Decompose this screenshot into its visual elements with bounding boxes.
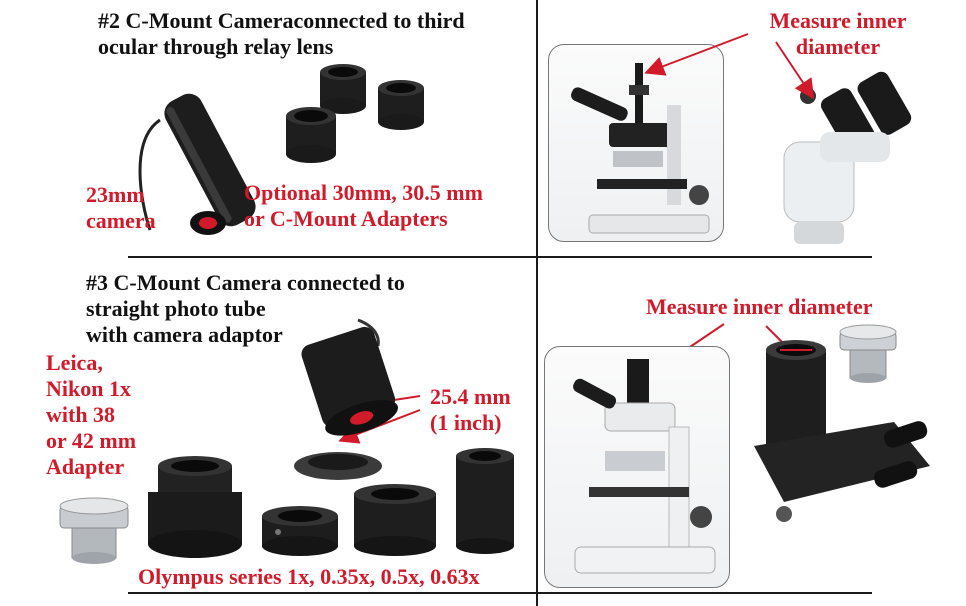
measure-inner-diameter-label-top: Measure inner diameter	[762, 8, 914, 60]
camera-23mm-image	[138, 93, 256, 235]
leica-line3: with 38	[46, 402, 116, 427]
olympus-adapter-1x-image	[148, 456, 242, 558]
section3-title-line2: straight photo tube	[86, 296, 266, 321]
trinocular-microscope-image	[571, 63, 710, 234]
c-mount-camera-image	[294, 318, 398, 480]
trinocular-microscope-panel	[548, 44, 724, 242]
size-25-4mm-label: 25.4 mm (1 inch)	[430, 384, 511, 436]
section2-title: #2 C-Mount Cameraconnected to third ocul…	[98, 8, 465, 60]
leica-line5: Adapter	[46, 454, 125, 479]
upright-microscope-panel	[544, 346, 730, 588]
section3-title-line1: #3 C-Mount Camera connected to	[86, 270, 405, 295]
vertical-divider	[536, 0, 538, 606]
horizontal-divider-middle	[128, 256, 872, 258]
camera-label-line2: camera	[86, 208, 156, 233]
measure-inner-diameter-label-bottom: Measure inner diameter	[646, 294, 873, 319]
leica-line4: or 42 mm	[46, 428, 137, 453]
size-line2: (1 inch)	[430, 410, 502, 435]
leica-nikon-label: Leica, Nikon 1x with 38 or 42 mm Adapter	[46, 350, 136, 480]
leica-line2: Nikon 1x	[46, 376, 131, 401]
leica-line1: Leica,	[46, 350, 103, 375]
optional-adapters-label: Optional 30mm, 30.5 mm or C-Mount Adapte…	[244, 180, 483, 232]
section3-title-line3: with camera adaptor	[86, 322, 283, 347]
leica-adapter-image	[59, 497, 129, 564]
olympus-adapter-05x-image	[354, 484, 436, 556]
horizontal-divider-bottom	[128, 592, 872, 594]
section2-title-line2: ocular through relay lens	[98, 34, 334, 59]
relay-adapter-rings-image	[286, 64, 424, 163]
camera-23mm-label: 23mm camera	[86, 182, 156, 234]
camera-label-line1: 23mm	[86, 182, 145, 207]
olympus-adapter-035x-image	[262, 506, 338, 556]
measure-label-line2: diameter	[795, 34, 881, 59]
straight-photo-tube-image	[754, 340, 930, 522]
upright-microscope-image	[573, 359, 716, 574]
section3-title: #3 C-Mount Camera connected to straight …	[86, 270, 405, 348]
olympus-adapter-063x-image	[456, 448, 514, 554]
size-line1: 25.4 mm	[430, 384, 511, 409]
adapters-label-line2: or C-Mount Adapters	[244, 206, 448, 231]
olympus-series-label: Olympus series 1x, 0.35x, 0.5x, 0.63x	[138, 564, 480, 589]
measure-label-line1: Measure inner	[769, 8, 907, 33]
adapters-label-line1: Optional 30mm, 30.5 mm	[244, 180, 483, 205]
stereo-microscope-head-image	[783, 71, 912, 244]
section2-title-line1: #2 C-Mount Cameraconnected to third	[98, 8, 465, 33]
chrome-camera-adapter-image	[839, 324, 897, 383]
